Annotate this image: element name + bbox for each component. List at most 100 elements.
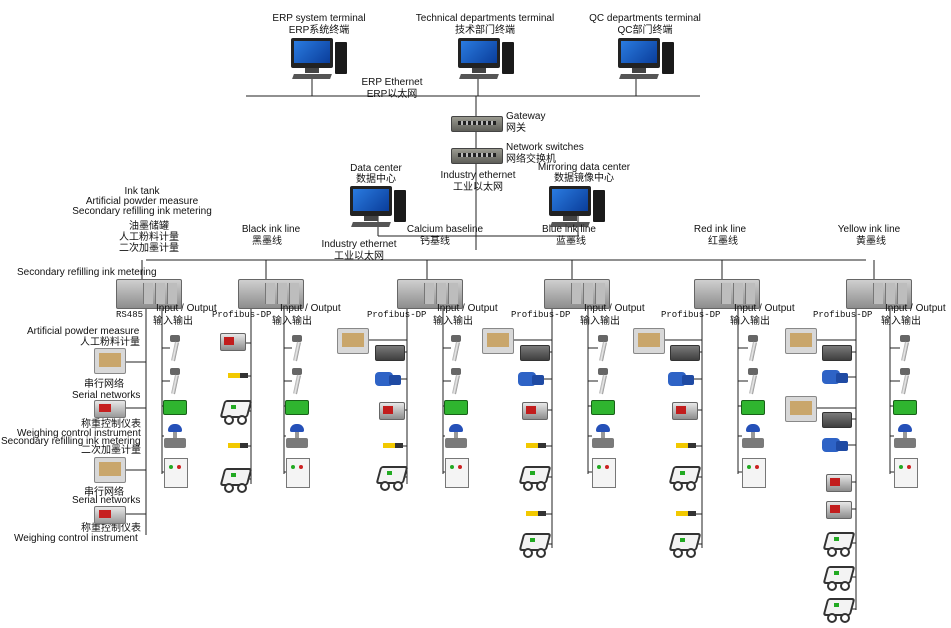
plc-calcium-line <box>397 279 463 309</box>
mirroring-center-computer-icon <box>549 186 605 230</box>
io-label-zh-1: 输入输出 <box>153 316 193 327</box>
left-wci2-zh: 称重控制仪表 <box>81 523 141 534</box>
motor-controller-icon <box>826 501 852 519</box>
control-valve-icon <box>286 424 308 448</box>
mirroring-center-label-zh: 数据镜像中心 <box>554 173 614 184</box>
mixer-cart-icon <box>822 598 856 623</box>
level-probe-icon <box>676 440 696 452</box>
level-sensor-icon <box>170 368 180 395</box>
left-serial-zh: 串行网络 <box>84 379 124 390</box>
left-sec-en: Secondary refilling ink metering <box>1 436 141 447</box>
motor-controller-icon <box>522 402 548 420</box>
io-label-en-1: Input / Output <box>156 303 217 314</box>
level-probe-icon <box>228 440 248 452</box>
left-apm-en: Artificial powder measure <box>27 326 140 337</box>
control-box-icon <box>286 458 310 488</box>
mixer-cart-icon <box>219 400 253 425</box>
green-module-icon <box>893 400 917 415</box>
pump-motor-icon <box>375 370 401 388</box>
left-wci2-en: Weighing control instrument <box>14 533 138 544</box>
level-sensor-icon <box>170 335 180 362</box>
profibus-label-blue: Profibus-DP <box>511 310 571 320</box>
switch-label-en: Network switches <box>506 142 584 153</box>
motor-controller-icon <box>826 474 852 492</box>
data-center-label-zh: 数据中心 <box>356 174 396 185</box>
tech-terminal-label-en: Technical departments terminal <box>415 13 555 24</box>
drive-unit-icon <box>375 345 405 361</box>
qc-terminal-label-en: QC departments terminal <box>589 13 701 24</box>
industry-ethernet-bus-en: Industry ethernet <box>321 239 397 250</box>
tech-terminal-label-zh: 技术部门终端 <box>455 25 515 36</box>
green-module-icon <box>591 400 615 415</box>
gateway-icon <box>451 116 503 132</box>
left-wci-zh: 称重控制仪表 <box>81 419 141 430</box>
level-sensor-icon <box>292 368 302 395</box>
hmi-panel-icon <box>482 328 514 354</box>
industry-ethernet-top-en: Industry ethernet <box>440 170 516 181</box>
calcium-line-label-en: Calcium baseline <box>406 224 484 235</box>
control-valve-icon <box>445 424 467 448</box>
hmi-panel-icon <box>633 328 665 354</box>
secondary-label-zh: 二次加墨计量 <box>119 243 179 254</box>
drive-unit-icon <box>822 412 852 428</box>
pump-motor-icon <box>668 370 694 388</box>
motor-controller-icon <box>220 333 246 351</box>
level-sensor-icon <box>292 335 302 362</box>
hmi-panel-icon <box>94 457 126 483</box>
yellow-line-label-en: Yellow ink line <box>837 224 901 235</box>
network-switch-icon <box>451 148 503 164</box>
apm-label-zh: 人工粉料计量 <box>119 232 179 243</box>
control-box-icon <box>592 458 616 488</box>
secondary-label-en: Secondary refilling ink metering <box>72 206 212 217</box>
ink-tank-label-zh: 油墨储罐 <box>129 221 169 232</box>
blue-line-label-zh: 蓝墨线 <box>556 236 586 247</box>
level-sensor-icon <box>598 335 608 362</box>
mixer-cart-icon <box>822 532 856 557</box>
data-center-label-en: Data center <box>350 163 402 174</box>
io-label-en-2: Input / Output <box>280 303 341 314</box>
black-line-label-en: Black ink line <box>241 224 301 235</box>
io-label-en-6: Input / Output <box>885 303 946 314</box>
drive-unit-icon <box>520 345 550 361</box>
plc-red-line <box>694 279 760 309</box>
ink-tank-label-en: Ink tank <box>124 186 160 197</box>
mixer-cart-icon <box>668 466 702 491</box>
erp-terminal-computer-icon <box>291 38 347 82</box>
io-label-zh-4: 输入输出 <box>580 316 620 327</box>
profibus-label-black: Profibus-DP <box>212 310 272 320</box>
hmi-panel-icon <box>785 328 817 354</box>
pump-motor-icon <box>518 370 544 388</box>
io-label-en-4: Input / Output <box>584 303 645 314</box>
weighing-instrument-icon <box>94 400 126 418</box>
weighing-instrument-icon <box>94 506 126 524</box>
level-sensor-icon <box>748 368 758 395</box>
control-box-icon <box>742 458 766 488</box>
secondary-refilling-label: Secondary refilling ink metering <box>17 267 157 278</box>
io-label-zh-5: 输入输出 <box>730 316 770 327</box>
motor-controller-icon <box>672 402 698 420</box>
left-serial2-zh: 串行网络 <box>84 487 124 498</box>
industry-ethernet-top-zh: 工业以太网 <box>453 182 503 193</box>
tech-terminal-computer-icon <box>458 38 514 82</box>
io-label-zh-6: 输入输出 <box>881 316 921 327</box>
green-module-icon <box>444 400 468 415</box>
green-module-icon <box>285 400 309 415</box>
level-sensor-icon <box>748 335 758 362</box>
control-box-icon <box>894 458 918 488</box>
mirroring-center-label-en: Mirroring data center <box>537 162 631 173</box>
profibus-label-yellow: Profibus-DP <box>813 310 873 320</box>
level-probe-icon <box>228 370 248 382</box>
gateway-label-en: Gateway <box>506 111 546 122</box>
data-center-computer-icon <box>350 186 406 230</box>
mixer-cart-icon <box>822 566 856 591</box>
left-serial-en: Serial networks <box>72 390 141 401</box>
io-label-en-3: Input / Output <box>437 303 498 314</box>
control-valve-icon <box>742 424 764 448</box>
mixer-cart-icon <box>668 533 702 558</box>
industry-ethernet-bus-zh: 工业以太网 <box>334 251 384 262</box>
gateway-label-zh: 网关 <box>506 123 526 134</box>
green-module-icon <box>163 400 187 415</box>
red-line-label-en: Red ink line <box>693 224 747 235</box>
qc-terminal-label-zh: QC部门终端 <box>617 25 673 36</box>
